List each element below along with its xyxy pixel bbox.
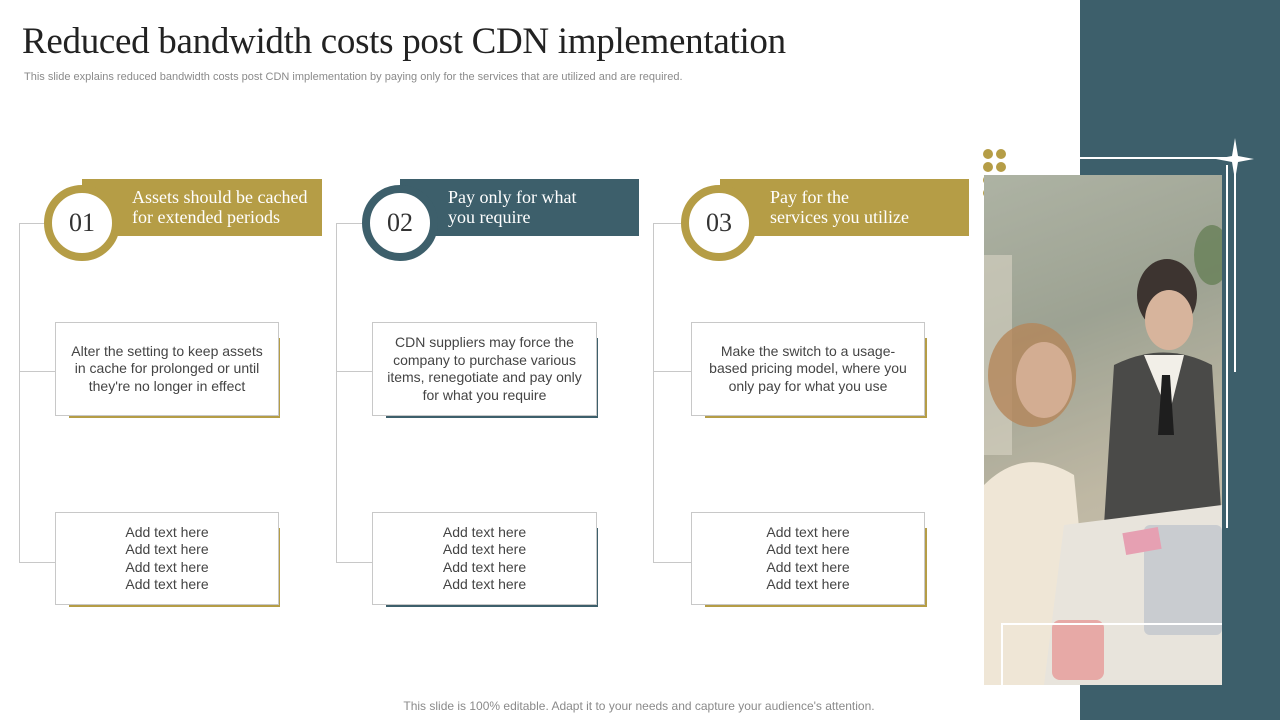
placeholder-line: Add text here bbox=[766, 558, 850, 575]
footer-text: This slide is 100% editable. Adapt it to… bbox=[403, 699, 875, 713]
deco-line-vertical-right bbox=[1226, 165, 1228, 528]
heading-3-line2: services you utilize bbox=[770, 207, 909, 227]
heading-banner-1: Assets should be cached for extended per… bbox=[82, 179, 322, 236]
slide-subtitle: This slide explains reduced bandwidth co… bbox=[24, 71, 683, 83]
placeholder-line: Add text here bbox=[442, 576, 527, 592]
placeholder-box-3: Add text here Add text here Add text her… bbox=[691, 512, 925, 605]
number-badge-2: 02 bbox=[362, 185, 438, 261]
number-badge-1: 01 bbox=[44, 185, 120, 261]
slide-title: Reduced bandwidth costs post CDN impleme… bbox=[22, 21, 786, 62]
deco-line-vertical-right-2 bbox=[1234, 174, 1236, 372]
placeholder-line: Add text here bbox=[442, 558, 527, 575]
placeholder-box-1: Add text here Add text here Add text her… bbox=[55, 512, 279, 605]
description-box-3: Make the switch to a usage-based pricing… bbox=[691, 322, 925, 416]
heading-2-line1: Pay only for what bbox=[448, 187, 577, 207]
placeholder-line: Add text here bbox=[766, 541, 850, 557]
placeholder-line: Add text here bbox=[125, 541, 209, 557]
heading-3-line1: Pay for the bbox=[770, 187, 849, 207]
sparkle-icon bbox=[1216, 138, 1254, 180]
deco-line-horizontal-top bbox=[1080, 157, 1238, 159]
number-2: 02 bbox=[387, 208, 413, 237]
placeholder-line: Add text here bbox=[442, 523, 527, 540]
number-1: 01 bbox=[69, 208, 95, 237]
deco-line-bottom-vertical bbox=[1001, 623, 1003, 685]
description-box-1: Alter the setting to keep assets in cach… bbox=[55, 322, 279, 416]
placeholder-line: Add text here bbox=[125, 523, 209, 540]
office-photo bbox=[984, 175, 1222, 685]
description-2: CDN suppliers may force the company to p… bbox=[387, 334, 582, 403]
heading-banner-2: Pay only for what you require bbox=[400, 179, 639, 236]
description-box-2: CDN suppliers may force the company to p… bbox=[372, 322, 597, 416]
footer-note: This slide is 100% editable. Adapt it to… bbox=[0, 699, 1280, 713]
number-badge-3: 03 bbox=[681, 185, 757, 261]
description-3: Make the switch to a usage-based pricing… bbox=[709, 342, 907, 394]
placeholder-line: Add text here bbox=[766, 576, 850, 592]
placeholder-line: Add text here bbox=[766, 523, 850, 540]
heading-2-line2: you require bbox=[448, 207, 531, 227]
heading-banner-3: Pay for the services you utilize bbox=[720, 179, 969, 236]
heading-1-line2: for extended periods bbox=[132, 207, 280, 227]
number-3: 03 bbox=[706, 208, 732, 237]
heading-1-line1: Assets should be cached bbox=[132, 187, 308, 207]
placeholder-box-2: Add text here Add text here Add text her… bbox=[372, 512, 597, 605]
placeholder-line: Add text here bbox=[442, 541, 527, 557]
placeholder-line: Add text here bbox=[125, 576, 209, 592]
description-1: Alter the setting to keep assets in cach… bbox=[71, 342, 263, 394]
deco-line-bottom bbox=[1001, 623, 1222, 625]
placeholder-line: Add text here bbox=[125, 558, 209, 575]
